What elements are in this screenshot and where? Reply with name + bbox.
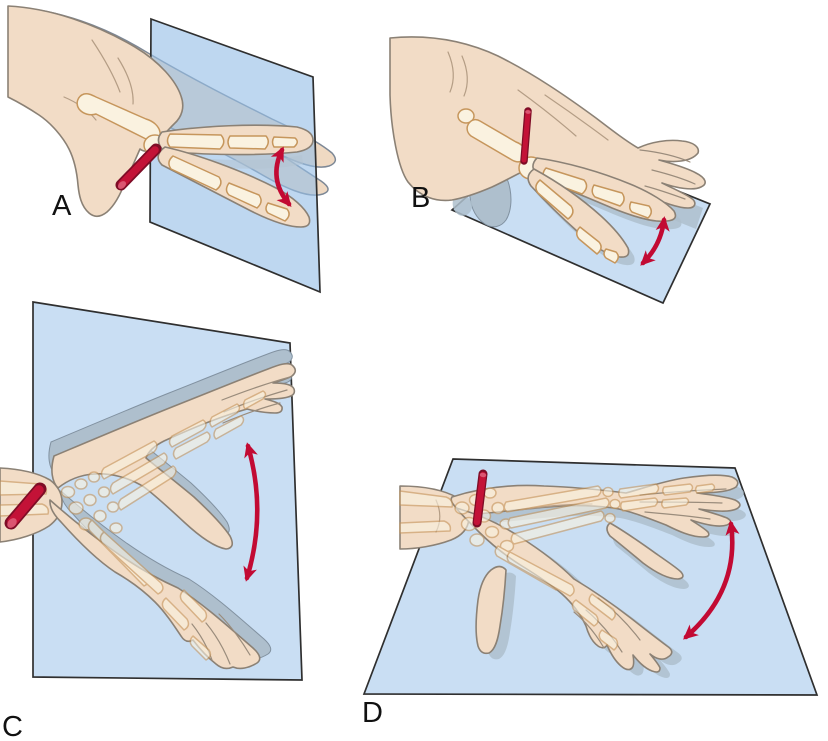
panel-label: A [52, 190, 72, 222]
phalanx-bone [166, 133, 225, 150]
motion-arc-arrow [683, 520, 740, 640]
axis-of-rotation-rod [520, 107, 532, 165]
phalanx-bone [168, 155, 222, 191]
finger-separation [639, 149, 691, 163]
finger-separation [644, 185, 686, 200]
motion-arc-arrow [270, 146, 292, 207]
axis-of-rotation-rod [4, 482, 47, 530]
phalanx-bone [225, 182, 262, 209]
motion-arc-arrow [243, 442, 260, 582]
palm-crease [91, 39, 121, 93]
panel-c: C [0, 301, 303, 741]
finger-separation [651, 169, 696, 185]
phalanx-bone [603, 248, 619, 264]
finger-separation [191, 623, 213, 661]
phalanx-bone [535, 179, 574, 220]
metacarpal-base-bone [457, 108, 475, 124]
wrist-crease [461, 55, 468, 97]
panel-b: B [389, 36, 712, 305]
wrist-crease [447, 51, 454, 93]
dorsum-crease [544, 94, 609, 141]
phalanx-bone [591, 184, 625, 207]
panel-label: B [411, 182, 430, 214]
wrist-bones [399, 483, 716, 651]
finger-separation [205, 622, 231, 665]
panel-label: C [2, 711, 23, 741]
finger-separation [218, 613, 251, 656]
palm-crease [117, 57, 134, 105]
phalanx-bone [227, 135, 269, 150]
panel-a: A [7, 5, 337, 294]
phalanx-bone [265, 202, 290, 222]
axis-of-rotation-rod [115, 143, 162, 191]
motion-arc-arrow [640, 216, 670, 266]
panel-d: D [362, 458, 819, 729]
phalanx-bone [542, 167, 588, 195]
dorsum-crease [517, 89, 577, 137]
finger-separation [644, 511, 711, 520]
finger-separation [221, 376, 291, 401]
axis-of-rotation-rod [472, 469, 488, 528]
palm-shadow [452, 194, 473, 216]
finger-separation [222, 402, 281, 424]
wrist-bones [0, 390, 267, 661]
finger-separation [573, 611, 605, 649]
panel-label: D [362, 697, 383, 729]
hand-dorsum [389, 36, 706, 209]
phalanx-bone [576, 226, 602, 255]
phalanx-bone [271, 136, 298, 148]
